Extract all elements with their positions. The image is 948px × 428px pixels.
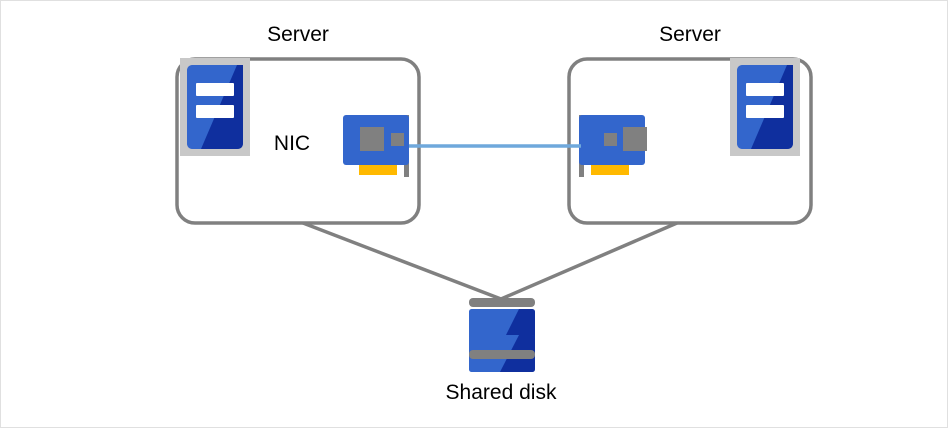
shared-disk-icon[interactable] bbox=[469, 298, 535, 372]
nic-label: NIC bbox=[273, 132, 311, 155]
server-right-title: Server bbox=[659, 23, 721, 46]
server-right-chassis-icon bbox=[730, 58, 800, 156]
server-left-to-disk-line bbox=[302, 221, 502, 301]
server-right-to-disk-line bbox=[500, 221, 678, 301]
server-left-title: Server bbox=[267, 23, 329, 46]
nic-card-left[interactable] bbox=[343, 115, 409, 177]
shared-disk-label: Shared disk bbox=[445, 381, 557, 404]
nic-card-right[interactable] bbox=[579, 115, 647, 177]
server-left-chassis-icon bbox=[180, 58, 250, 156]
